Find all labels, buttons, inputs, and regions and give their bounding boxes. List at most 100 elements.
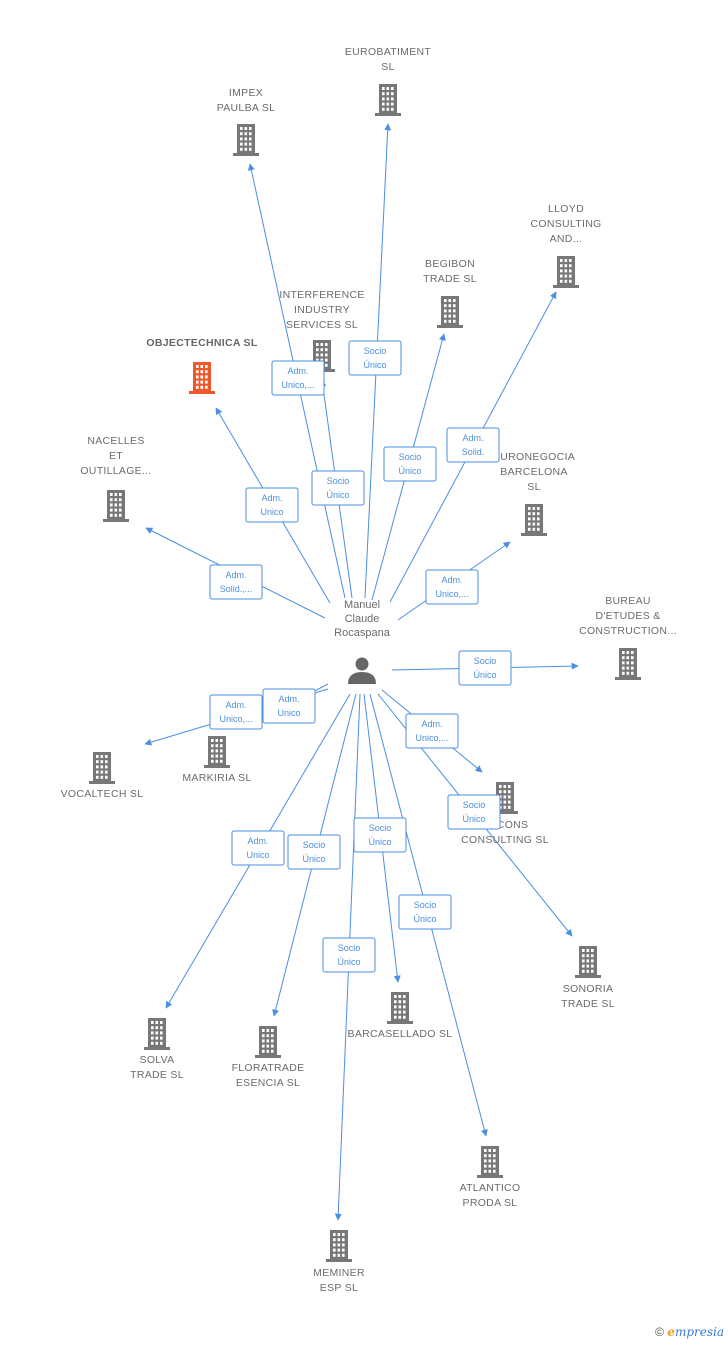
building-icon[interactable] [575, 946, 601, 978]
edge-label-solva[interactable]: Adm.Unico [231, 830, 285, 866]
edge-label-decons[interactable]: Adm.Unico,... [405, 713, 459, 749]
company-label: CONSTRUCTION... [579, 625, 677, 637]
edge-label-line: Adm. [225, 570, 246, 580]
edge-label-line: Unico,... [219, 714, 252, 724]
company-label: ET [109, 450, 123, 462]
company-label: BARCELONA [500, 466, 567, 478]
person-label: Claude [345, 613, 380, 625]
empresia-logo-e: e [667, 1325, 675, 1339]
edge-label-line: Adm. [441, 575, 462, 585]
company-label: VOCALTECH SL [61, 788, 144, 800]
company-label: TRADE SL [561, 998, 615, 1010]
building-icon[interactable] [553, 256, 579, 288]
edge-label-line: Socio [414, 900, 437, 910]
company-label: SL [381, 61, 394, 73]
edge-label-line: Único [337, 957, 360, 967]
company-label: IMPEX [229, 87, 263, 99]
company-node-barcasellado[interactable]: BARCASELLADO SL [348, 992, 453, 1040]
building-icon[interactable] [521, 504, 547, 536]
edge-label-line: Adm. [462, 433, 483, 443]
building-icon[interactable] [189, 362, 215, 394]
footer-brand[interactable]: © empresia [655, 1325, 724, 1339]
edge-label-line: Solid. [462, 447, 485, 457]
edge-label-impex[interactable]: Adm.Unico,... [271, 360, 325, 396]
building-icon[interactable] [89, 752, 115, 784]
edge-label-objectechnica[interactable]: Adm.Unico [245, 487, 299, 523]
edge-label-line: Adm. [225, 700, 246, 710]
edge-label-line: Socio [399, 452, 422, 462]
company-node-lloyd[interactable]: LLOYDCONSULTINGAND... [530, 203, 601, 288]
company-label: CONSULTING [530, 218, 601, 230]
company-label: TRADE SL [130, 1069, 184, 1081]
edge-label-nacelles[interactable]: Adm.Solid.,... [209, 564, 263, 600]
edge-label-markiria[interactable]: Adm. Unico [262, 688, 316, 724]
building-icon[interactable] [375, 84, 401, 116]
building-icon[interactable] [233, 124, 259, 156]
building-icon[interactable] [103, 490, 129, 522]
company-label: MEMINER [313, 1267, 365, 1279]
company-label: INTERFERENCE [279, 289, 364, 301]
company-label: MARKIRIA SL [182, 772, 251, 784]
building-icon[interactable] [615, 648, 641, 680]
building-icon[interactable] [255, 1026, 281, 1058]
building-icon[interactable] [477, 1146, 503, 1178]
company-label: SL [527, 481, 540, 493]
company-label: OBJECTECHNICA SL [146, 337, 257, 349]
company-label: CONSULTING SL [461, 834, 549, 846]
edge-label-line: Único [302, 854, 325, 864]
company-label: PAULBA SL [217, 102, 276, 114]
company-node-vocaltech[interactable]: VOCALTECH SL [61, 752, 144, 800]
edge-label-line: Único [413, 914, 436, 924]
company-node-nacelles[interactable]: NACELLESETOUTILLAGE... [80, 435, 151, 522]
company-label: BARCASELLADO SL [348, 1028, 453, 1040]
company-label: BUREAU [605, 595, 651, 607]
person-label: Manuel [344, 599, 380, 611]
company-node-impex[interactable]: IMPEX PAULBA SL [217, 87, 276, 156]
edge-label-line: Unico [260, 507, 283, 517]
company-label: TRADE SL [423, 273, 477, 285]
edge-label-line: Adm. [247, 836, 268, 846]
company-label: ESP SL [320, 1282, 358, 1294]
edge-label-line: Único [326, 490, 349, 500]
company-label: AND... [550, 233, 583, 245]
building-icon[interactable] [144, 1018, 170, 1050]
company-node-objectechnica[interactable]: OBJECTECHNICA SL [146, 337, 258, 394]
edge-label-line: Socio [303, 840, 326, 850]
edge-label-line: Adm. [278, 694, 299, 704]
building-icon[interactable] [326, 1230, 352, 1262]
company-label: SERVICES SL [286, 319, 358, 331]
company-node-markiria[interactable]: MARKIRIA SL [182, 736, 251, 784]
company-node-meminer[interactable]: MEMINER ESP SL [313, 1230, 365, 1294]
person-label: Rocaspana [334, 627, 391, 639]
building-icon[interactable] [204, 736, 230, 768]
edge-label-lloyd[interactable]: Adm. Solid. [446, 427, 500, 463]
edge-label-line: Unico,... [281, 380, 314, 390]
building-icon[interactable] [437, 296, 463, 328]
company-label: ESENCIA SL [236, 1077, 300, 1089]
building-icon[interactable] [387, 992, 413, 1024]
edge-label-line: Unico [277, 708, 300, 718]
edge-label-vocaltech[interactable]: Adm. Unico,... [209, 694, 263, 730]
company-label: INDUSTRY [294, 304, 350, 316]
edge-label-euronegocia[interactable]: Adm.Unico,... [425, 569, 479, 605]
company-label: OUTILLAGE... [80, 465, 151, 477]
edge-label-line: Unico,... [415, 733, 448, 743]
